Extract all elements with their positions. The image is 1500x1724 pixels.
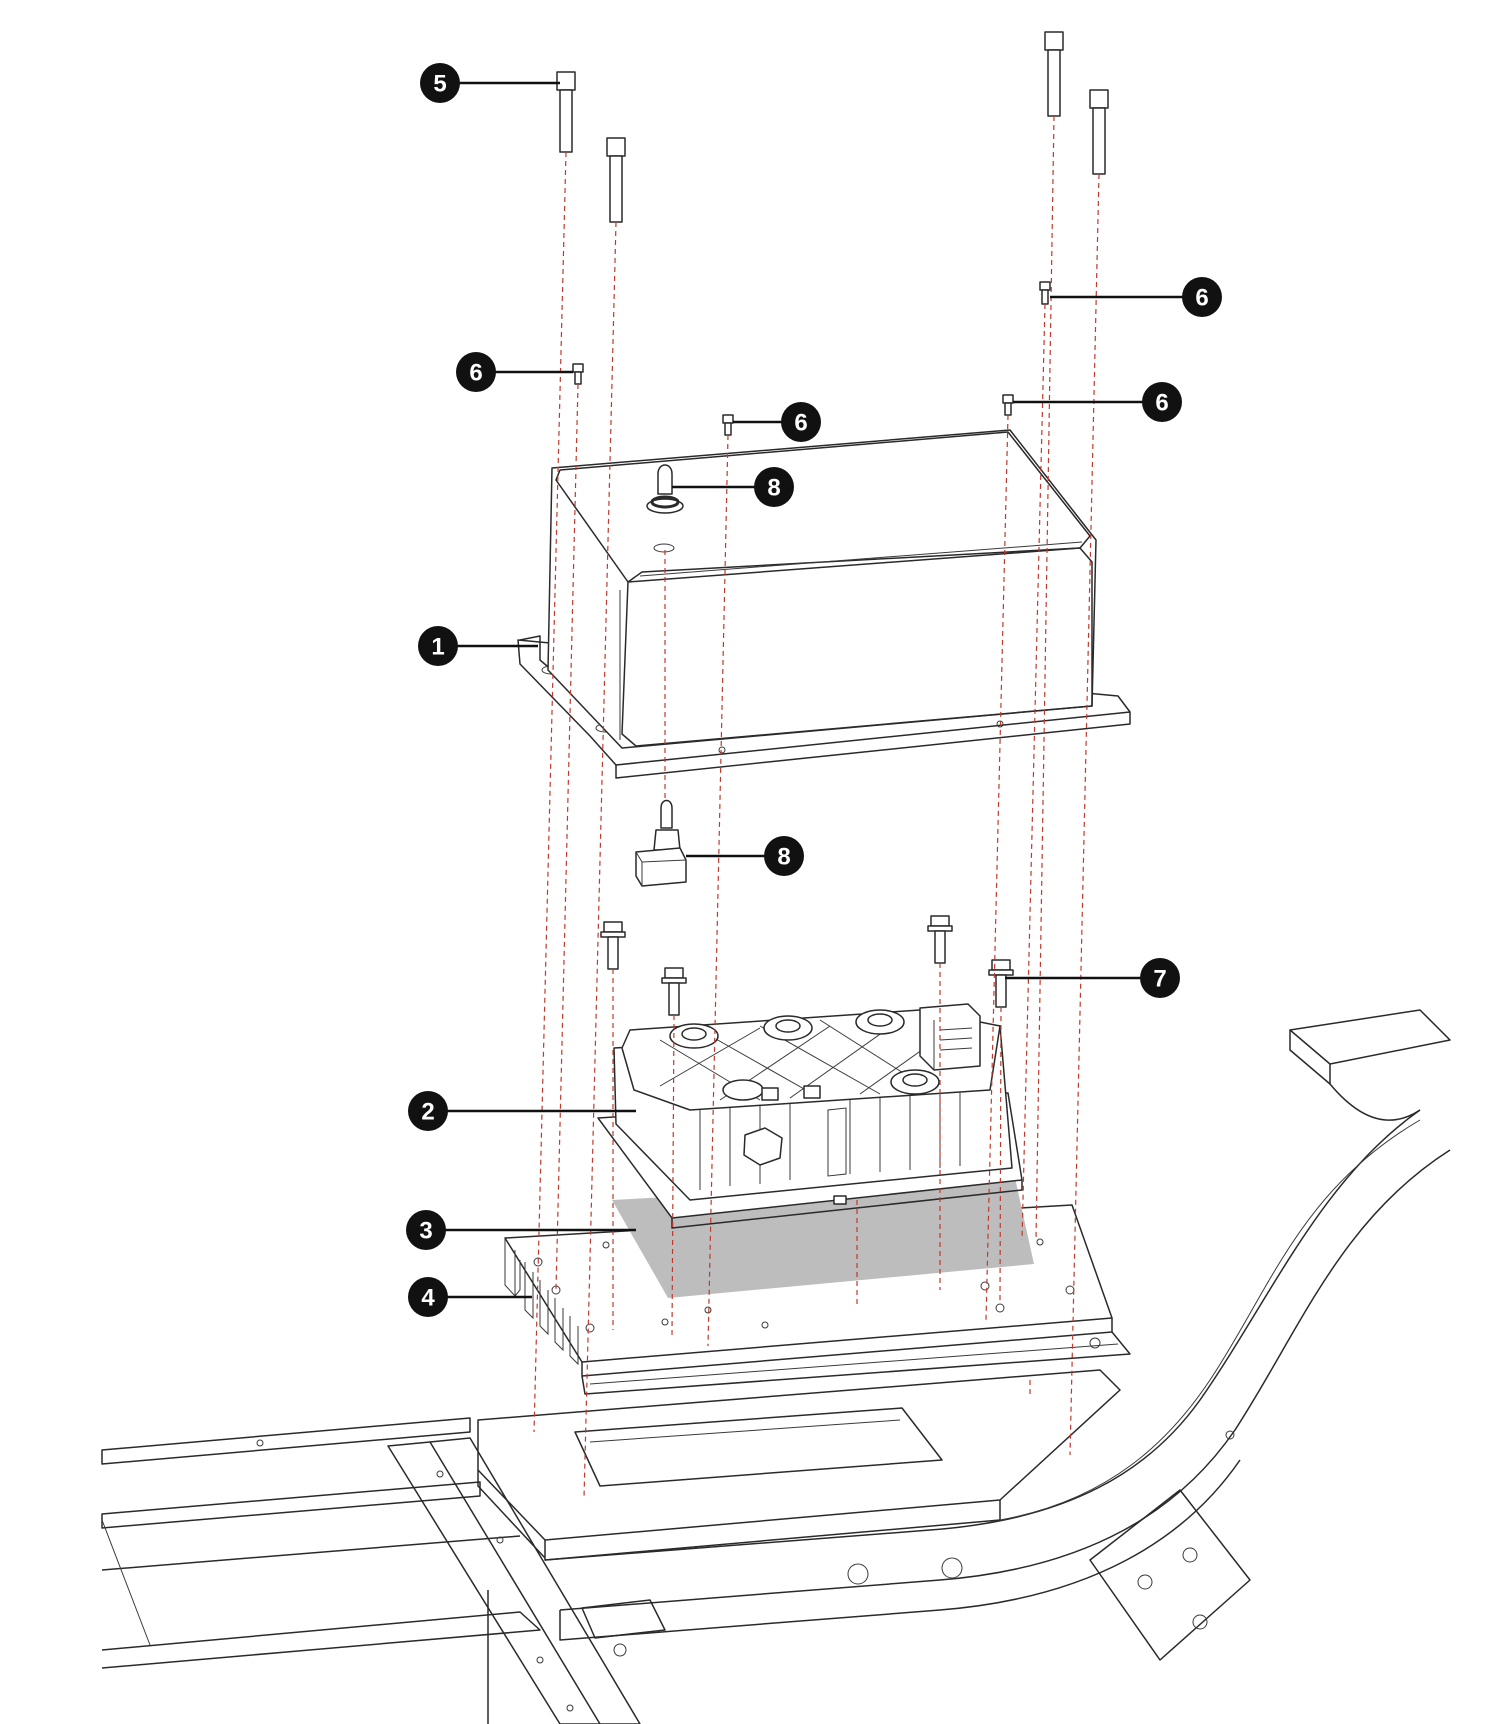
callout-number: 7 <box>1153 966 1166 993</box>
callout-number: 6 <box>1195 285 1208 312</box>
callout-7: 7 <box>1005 958 1180 998</box>
toggle-switch-top <box>646 464 684 514</box>
callout-8-top: 8 <box>672 467 794 507</box>
callout-number: 6 <box>794 410 807 437</box>
callout-3: 3 <box>406 1210 636 1250</box>
callout-number: 1 <box>431 634 444 661</box>
callout-number: 8 <box>777 844 790 871</box>
assembly-axis-lines <box>533 115 1100 1499</box>
fasteners <box>556 31 1109 1016</box>
callout-8-bottom: 8 <box>686 836 804 876</box>
callout-number: 6 <box>1155 390 1168 417</box>
toggle-switch-body <box>635 799 687 887</box>
callout-4: 4 <box>408 1277 532 1317</box>
chassis-frame <box>101 1009 1451 1724</box>
callout-6-left: 6 <box>456 352 573 392</box>
callout-number: 5 <box>433 71 446 98</box>
callouts: 1 2 3 4 5 6 6 <box>406 63 1222 1317</box>
callout-1: 1 <box>418 626 538 666</box>
callout-6-right: 6 <box>1013 382 1182 422</box>
callout-number: 8 <box>767 475 780 502</box>
callout-number: 2 <box>421 1099 434 1126</box>
callout-number: 3 <box>419 1218 432 1245</box>
cover <box>517 429 1131 779</box>
motor-controller <box>597 1003 1023 1229</box>
callout-6-top-right: 6 <box>1050 277 1222 317</box>
callout-5: 5 <box>420 63 560 103</box>
callout-number: 4 <box>421 1285 435 1312</box>
callout-2: 2 <box>408 1091 636 1131</box>
callout-number: 6 <box>469 360 482 387</box>
callout-6-center: 6 <box>733 402 821 442</box>
